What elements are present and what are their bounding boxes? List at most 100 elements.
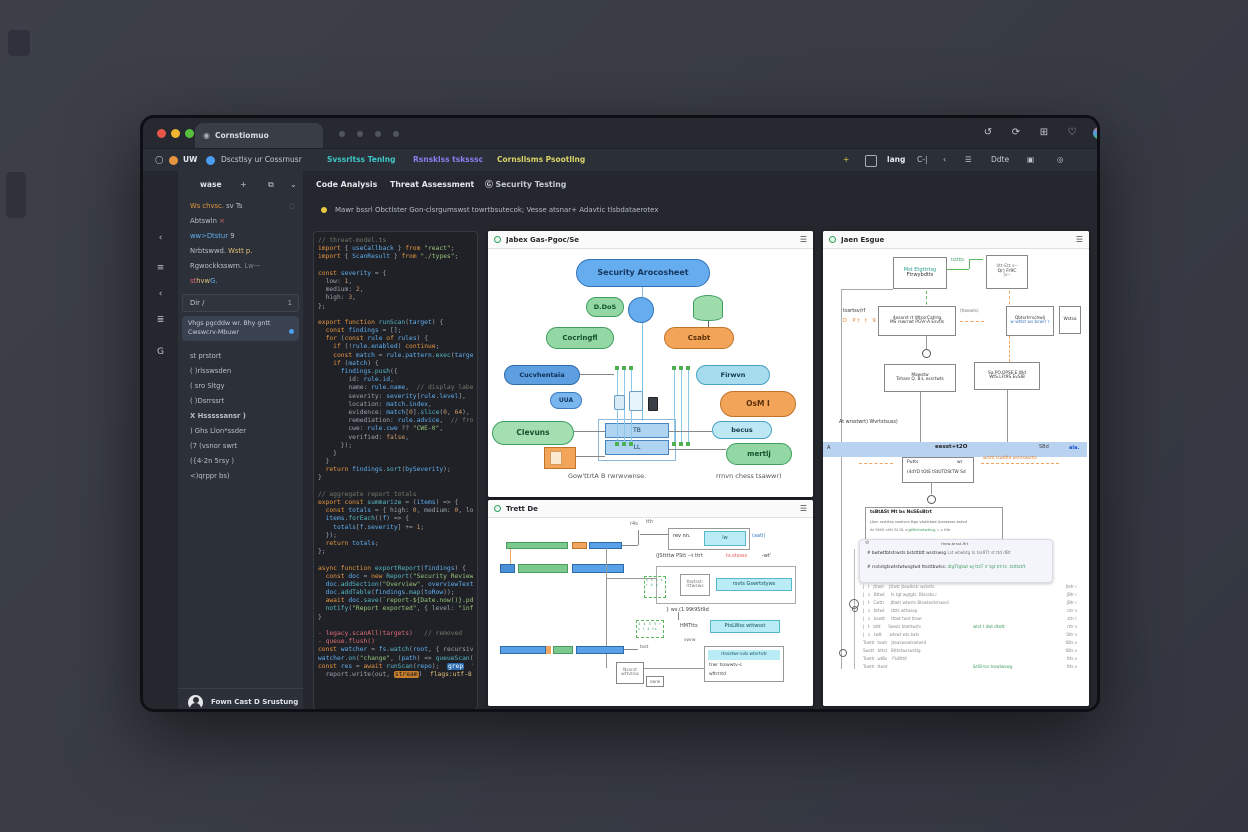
extensions-icon[interactable]: ⊞ <box>1035 125 1053 141</box>
tree-item[interactable]: ) Ghs Llon*ssder <box>178 424 303 439</box>
minimize-window-button[interactable] <box>171 129 180 138</box>
zoom-window-button[interactable] <box>185 129 194 138</box>
tree-item[interactable]: sthvwG. <box>178 274 303 289</box>
diagram-rect: 4tt-Ett s--Qr) Fr9C(s-- <box>986 255 1028 289</box>
reload-icon[interactable]: ⟳ <box>1007 125 1025 141</box>
add-icon[interactable]: + <box>843 149 849 171</box>
diagram-lbl: r4s <box>630 522 638 527</box>
page-header: Trett De ☰ <box>488 500 813 518</box>
code-token: totals <box>348 540 375 547</box>
tree-item[interactable]: X Hsssssansr ) <box>178 409 303 424</box>
code-token: , { recursive: <box>428 646 473 653</box>
lang-label[interactable]: lang <box>887 149 905 171</box>
tree-item[interactable]: Rgwockksswrn. Lw— <box>178 259 303 274</box>
code-token: totals <box>345 507 372 514</box>
code-token: }); <box>318 532 337 539</box>
back-icon[interactable]: ‹ <box>943 149 946 171</box>
code-token: "Overview" <box>382 581 420 588</box>
rail-icon[interactable]: ≡ <box>143 263 178 273</box>
tab-strip-dot <box>357 131 363 137</box>
sidebar-header-icon[interactable]: ⌄ <box>290 171 297 199</box>
selected-file-item[interactable]: Vhgs pgcddw wr. Bhy gntt Cwswcrv-Mbuwr <box>182 316 299 341</box>
code-token: cwe <box>386 425 397 432</box>
code-token: = ( <box>401 499 416 506</box>
tab-security-testing[interactable]: Ⓖ Security Testing <box>485 171 566 199</box>
shortcut-label[interactable]: C-| <box>917 149 927 171</box>
page-header: Jabex Gas-Pgoc/Se ☰ <box>488 231 813 249</box>
profile-avatar[interactable] <box>1093 127 1100 139</box>
toolbar-link-2[interactable]: Cornsllsms Psootllng <box>497 149 585 171</box>
history-icon[interactable]: ↺ <box>979 125 997 141</box>
log-row-value: Sttr s <box>1066 633 1077 637</box>
page-menu-icon[interactable]: ☰ <box>800 235 807 244</box>
tree-item[interactable]: Ws chvsc. sv Ts◌ <box>178 199 303 214</box>
page-menu-icon[interactable]: ☰ <box>1076 235 1083 244</box>
diagram-bar <box>576 646 624 654</box>
page-status-icon <box>494 505 501 512</box>
tree-item-label: × <box>219 217 225 225</box>
tree-item[interactable]: <)qrppr bs) <box>178 469 303 484</box>
code-editor[interactable]: // threat-model.tsimport { useCallback }… <box>313 231 478 710</box>
stack-icon[interactable]: ☰ <box>965 149 972 171</box>
tree-item-label: Lw— <box>244 262 260 270</box>
brand-label: UW <box>183 149 197 171</box>
favorites-icon[interactable]: ♡ <box>1063 125 1081 141</box>
log-row-value: tBts s <box>1066 649 1077 653</box>
tree-item-meta: ◌ <box>289 199 295 214</box>
tree-item-label: 9 <box>228 232 235 240</box>
code-token: res <box>337 663 352 670</box>
rail-icon[interactable]: ‹ <box>143 289 178 299</box>
diagram-lbl: HMTtts <box>680 624 698 629</box>
sidebar-header-icon[interactable]: ⧉ <box>268 171 274 199</box>
toolbar-link-0[interactable]: Svssrltss Tenlng <box>327 149 395 171</box>
tree-item[interactable]: Nrbtswwd. Wstt p. <box>178 244 303 259</box>
home-icon[interactable]: ◎ <box>1057 149 1064 171</box>
code-token: ( <box>337 335 345 342</box>
search-icon[interactable]: ◯ <box>155 149 163 171</box>
checkbox[interactable] <box>865 155 877 167</box>
log-row-text: J t Cwttr Jttwtr wtwrts Btswtwrtstswsd <box>863 601 949 605</box>
toolbar-dot-icon <box>206 156 215 165</box>
code-token: import <box>318 253 341 260</box>
sidebar-header-icon[interactable]: + <box>240 171 247 199</box>
tree-item[interactable]: Abtswln × <box>178 214 303 229</box>
toolbar-link-1[interactable]: Rsnsklss tsksssc <box>413 149 483 171</box>
rail-icon[interactable]: ≣ <box>143 315 178 325</box>
browser-titlebar: ◉ Cornstiomuo ↺ ⟳ ⊞ ♡ <box>143 118 1097 148</box>
tab-threat-assessment[interactable]: Threat Assessment <box>390 171 474 199</box>
tree-item[interactable]: ( sro Sltgy <box>178 379 303 394</box>
document-page-scan: Jaen Esgue ☰ Mst EtgttrtsgFtrwybdttststt… <box>823 231 1089 706</box>
rail-icon[interactable]: ‹ <box>143 233 178 243</box>
data-label[interactable]: Ddte <box>991 149 1009 171</box>
rail-icon[interactable]: G <box>143 347 178 357</box>
user-profile[interactable]: Fown Cast D Srustung <box>178 688 303 712</box>
close-window-button[interactable] <box>157 129 166 138</box>
tree-item[interactable]: (7 (vsnor swrt <box>178 439 303 454</box>
tree-item[interactable]: ({4-2n 5rsy ) <box>178 454 303 469</box>
briefcase-icon[interactable]: ▣ <box>1027 149 1034 171</box>
code-token: , { level: <box>417 605 459 612</box>
diagram-rect: swrw <box>646 676 664 687</box>
log-row-text: J t Jttwtr Jttwtr Jtswtbstr wstvtts <box>863 585 935 589</box>
tree-item-label: Nrbtswwd. <box>190 247 228 255</box>
page-menu-icon[interactable]: ☰ <box>800 504 807 513</box>
diagram-vl <box>510 549 511 565</box>
browser-tab[interactable]: ◉ Cornstiomuo <box>195 123 323 148</box>
diagram-lbl: rev nn. <box>673 534 691 539</box>
tab-code-analysis[interactable]: Code Analysis <box>316 171 377 199</box>
tree-item[interactable]: st prstort <box>178 349 303 364</box>
code-token: "info" <box>458 605 473 612</box>
tree-item[interactable]: ww>Dtstur 9 <box>178 229 303 244</box>
directory-filter[interactable]: Dir / 1 <box>182 294 299 312</box>
code-token: id <box>382 376 390 383</box>
tree-item[interactable]: ( )Dsrrssrt <box>178 394 303 409</box>
code-line: }); <box>318 442 473 450</box>
code-token: = <box>375 352 386 359</box>
diagram-lbl: Putts <box>907 461 918 466</box>
tree-item[interactable]: ( )rlsswsden <box>178 364 303 379</box>
log-row-value: Jtetr r <box>1066 585 1077 589</box>
diagram-rect <box>648 397 658 411</box>
code-line: watcher.on("change", (path) => queueScan… <box>318 655 473 663</box>
code-line: await doc.save(`report-${Date.now()}.pdf… <box>318 597 473 605</box>
code-line: async function exportReport(findings) { <box>318 565 473 573</box>
